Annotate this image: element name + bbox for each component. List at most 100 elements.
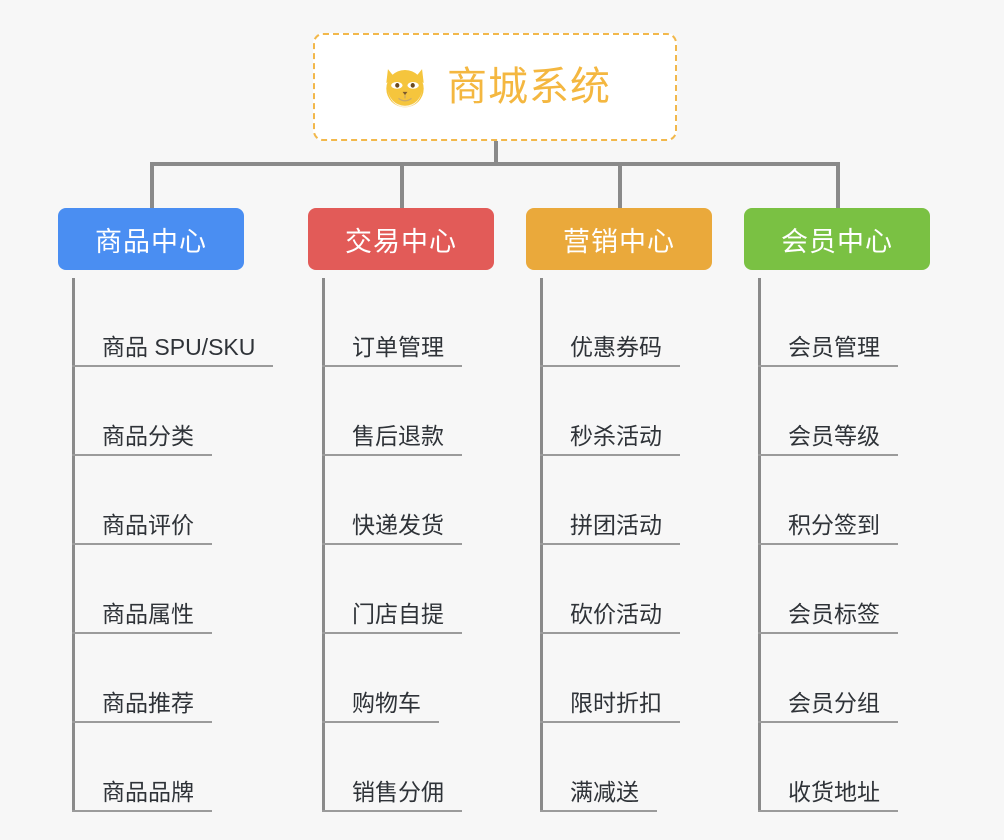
leaf-node[interactable]: 订单管理 <box>308 278 494 367</box>
branch-spine <box>72 278 75 812</box>
branch-items-trade-center: 订单管理售后退款快递发货门店自提购物车销售分佣 <box>308 278 494 812</box>
root-node[interactable]: 商城系统 <box>313 33 677 141</box>
branch-trade-center: 交易中心订单管理售后退款快递发货门店自提购物车销售分佣 <box>308 208 494 812</box>
branch-spine <box>540 278 543 812</box>
leaf-node[interactable]: 门店自提 <box>308 545 494 634</box>
leaf-node-label: 商品 SPU/SKU <box>102 333 256 360</box>
branch-marketing-center: 营销中心优惠券码秒杀活动拼团活动砍价活动限时折扣满减送 <box>526 208 712 812</box>
leaf-node-underline <box>758 632 898 634</box>
leaf-node[interactable]: 商品分类 <box>58 367 244 456</box>
leaf-node-underline <box>72 632 212 634</box>
branch-header-member-center[interactable]: 会员中心 <box>744 208 930 270</box>
leaf-node[interactable]: 商品 SPU/SKU <box>58 278 273 367</box>
leaf-node-underline <box>322 365 462 367</box>
branch-header-label: 营销中心 <box>563 226 675 257</box>
leaf-node[interactable]: 会员分组 <box>744 634 930 723</box>
leaf-node-label: 限时折扣 <box>570 689 662 716</box>
leaf-node-label: 商品分类 <box>102 422 194 449</box>
leaf-node[interactable]: 售后退款 <box>308 367 494 456</box>
leaf-node-underline <box>322 543 462 545</box>
leaf-node-underline <box>72 721 212 723</box>
branch-items-member-center: 会员管理会员等级积分签到会员标签会员分组收货地址 <box>744 278 930 812</box>
connector-drop-3 <box>618 162 622 210</box>
leaf-node-label: 拼团活动 <box>570 511 662 538</box>
leaf-node-underline <box>322 810 462 812</box>
leaf-node-label: 收货地址 <box>788 778 880 805</box>
leaf-node-label: 优惠券码 <box>570 333 662 360</box>
leaf-node-underline <box>758 365 898 367</box>
connector-horizontal-bus <box>150 162 840 166</box>
leaf-node-label: 销售分佣 <box>352 778 444 805</box>
branch-header-label: 交易中心 <box>345 226 457 257</box>
leaf-node-label: 商品品牌 <box>102 778 194 805</box>
root-node-content: 商城系统 <box>379 61 611 113</box>
leaf-node[interactable]: 优惠券码 <box>526 278 712 367</box>
leaf-node[interactable]: 销售分佣 <box>308 723 494 812</box>
leaf-node-underline <box>758 810 898 812</box>
leaf-node-underline <box>72 365 273 367</box>
leaf-node[interactable]: 秒杀活动 <box>526 367 712 456</box>
leaf-node-underline <box>758 454 898 456</box>
leaf-node[interactable]: 满减送 <box>526 723 712 812</box>
leaf-node[interactable]: 拼团活动 <box>526 456 712 545</box>
leaf-node-underline <box>322 454 462 456</box>
connector-drop-1 <box>150 162 154 210</box>
leaf-node-underline <box>540 365 680 367</box>
leaf-node-underline <box>758 543 898 545</box>
leaf-node-label: 砍价活动 <box>570 600 662 627</box>
leaf-node-label: 商品推荐 <box>102 689 194 716</box>
leaf-node-label: 会员等级 <box>788 422 880 449</box>
leaf-node-underline <box>540 721 680 723</box>
leaf-node[interactable]: 商品品牌 <box>58 723 244 812</box>
leaf-node-underline <box>322 632 462 634</box>
branch-header-label: 会员中心 <box>781 226 893 257</box>
branch-product-center: 商品中心商品 SPU/SKU 商品分类商品评价商品属性商品推荐商品品牌 <box>58 208 273 812</box>
branch-header-product-center[interactable]: 商品中心 <box>58 208 244 270</box>
leaf-node-underline <box>540 810 657 812</box>
connector-drop-4 <box>836 162 840 210</box>
leaf-node[interactable]: 商品推荐 <box>58 634 244 723</box>
leaf-node[interactable]: 砍价活动 <box>526 545 712 634</box>
leaf-node-label: 快递发货 <box>352 511 444 538</box>
leaf-node-underline <box>72 810 212 812</box>
leaf-node-label: 会员标签 <box>788 600 880 627</box>
leaf-node-label: 会员分组 <box>788 689 880 716</box>
leaf-node-label: 秒杀活动 <box>570 422 662 449</box>
leaf-node[interactable]: 收货地址 <box>744 723 930 812</box>
leaf-node-label: 商品评价 <box>102 511 194 538</box>
branch-member-center: 会员中心会员管理会员等级积分签到会员标签会员分组收货地址 <box>744 208 930 812</box>
leaf-node[interactable]: 会员等级 <box>744 367 930 456</box>
leaf-node-label: 门店自提 <box>352 600 444 627</box>
branch-header-marketing-center[interactable]: 营销中心 <box>526 208 712 270</box>
leaf-node-underline <box>540 543 680 545</box>
shiba-dog-icon <box>379 61 431 113</box>
branch-spine <box>758 278 761 812</box>
leaf-node-underline <box>322 721 439 723</box>
leaf-node-label: 会员管理 <box>788 333 880 360</box>
leaf-node[interactable]: 会员标签 <box>744 545 930 634</box>
branch-header-label: 商品中心 <box>95 226 207 257</box>
leaf-node-label: 积分签到 <box>788 511 880 538</box>
leaf-node[interactable]: 商品评价 <box>58 456 244 545</box>
leaf-node[interactable]: 快递发货 <box>308 456 494 545</box>
leaf-node[interactable]: 限时折扣 <box>526 634 712 723</box>
leaf-node[interactable]: 积分签到 <box>744 456 930 545</box>
branch-header-trade-center[interactable]: 交易中心 <box>308 208 494 270</box>
leaf-node-label: 订单管理 <box>352 333 444 360</box>
connector-root-stem <box>494 141 498 164</box>
leaf-node-label: 售后退款 <box>352 422 444 449</box>
connector-drop-2 <box>400 162 404 210</box>
root-node-title: 商城系统 <box>447 65 611 109</box>
leaf-node[interactable]: 会员管理 <box>744 278 930 367</box>
leaf-node-underline <box>540 454 680 456</box>
leaf-node-underline <box>540 632 680 634</box>
branch-spine <box>322 278 325 812</box>
leaf-node-label: 商品属性 <box>102 600 194 627</box>
leaf-node[interactable]: 购物车 <box>308 634 494 723</box>
leaf-node-label: 满减送 <box>570 778 639 805</box>
branch-items-product-center: 商品 SPU/SKU 商品分类商品评价商品属性商品推荐商品品牌 <box>58 278 273 812</box>
leaf-node-underline <box>72 543 212 545</box>
branch-items-marketing-center: 优惠券码秒杀活动拼团活动砍价活动限时折扣满减送 <box>526 278 712 812</box>
leaf-node[interactable]: 商品属性 <box>58 545 244 634</box>
